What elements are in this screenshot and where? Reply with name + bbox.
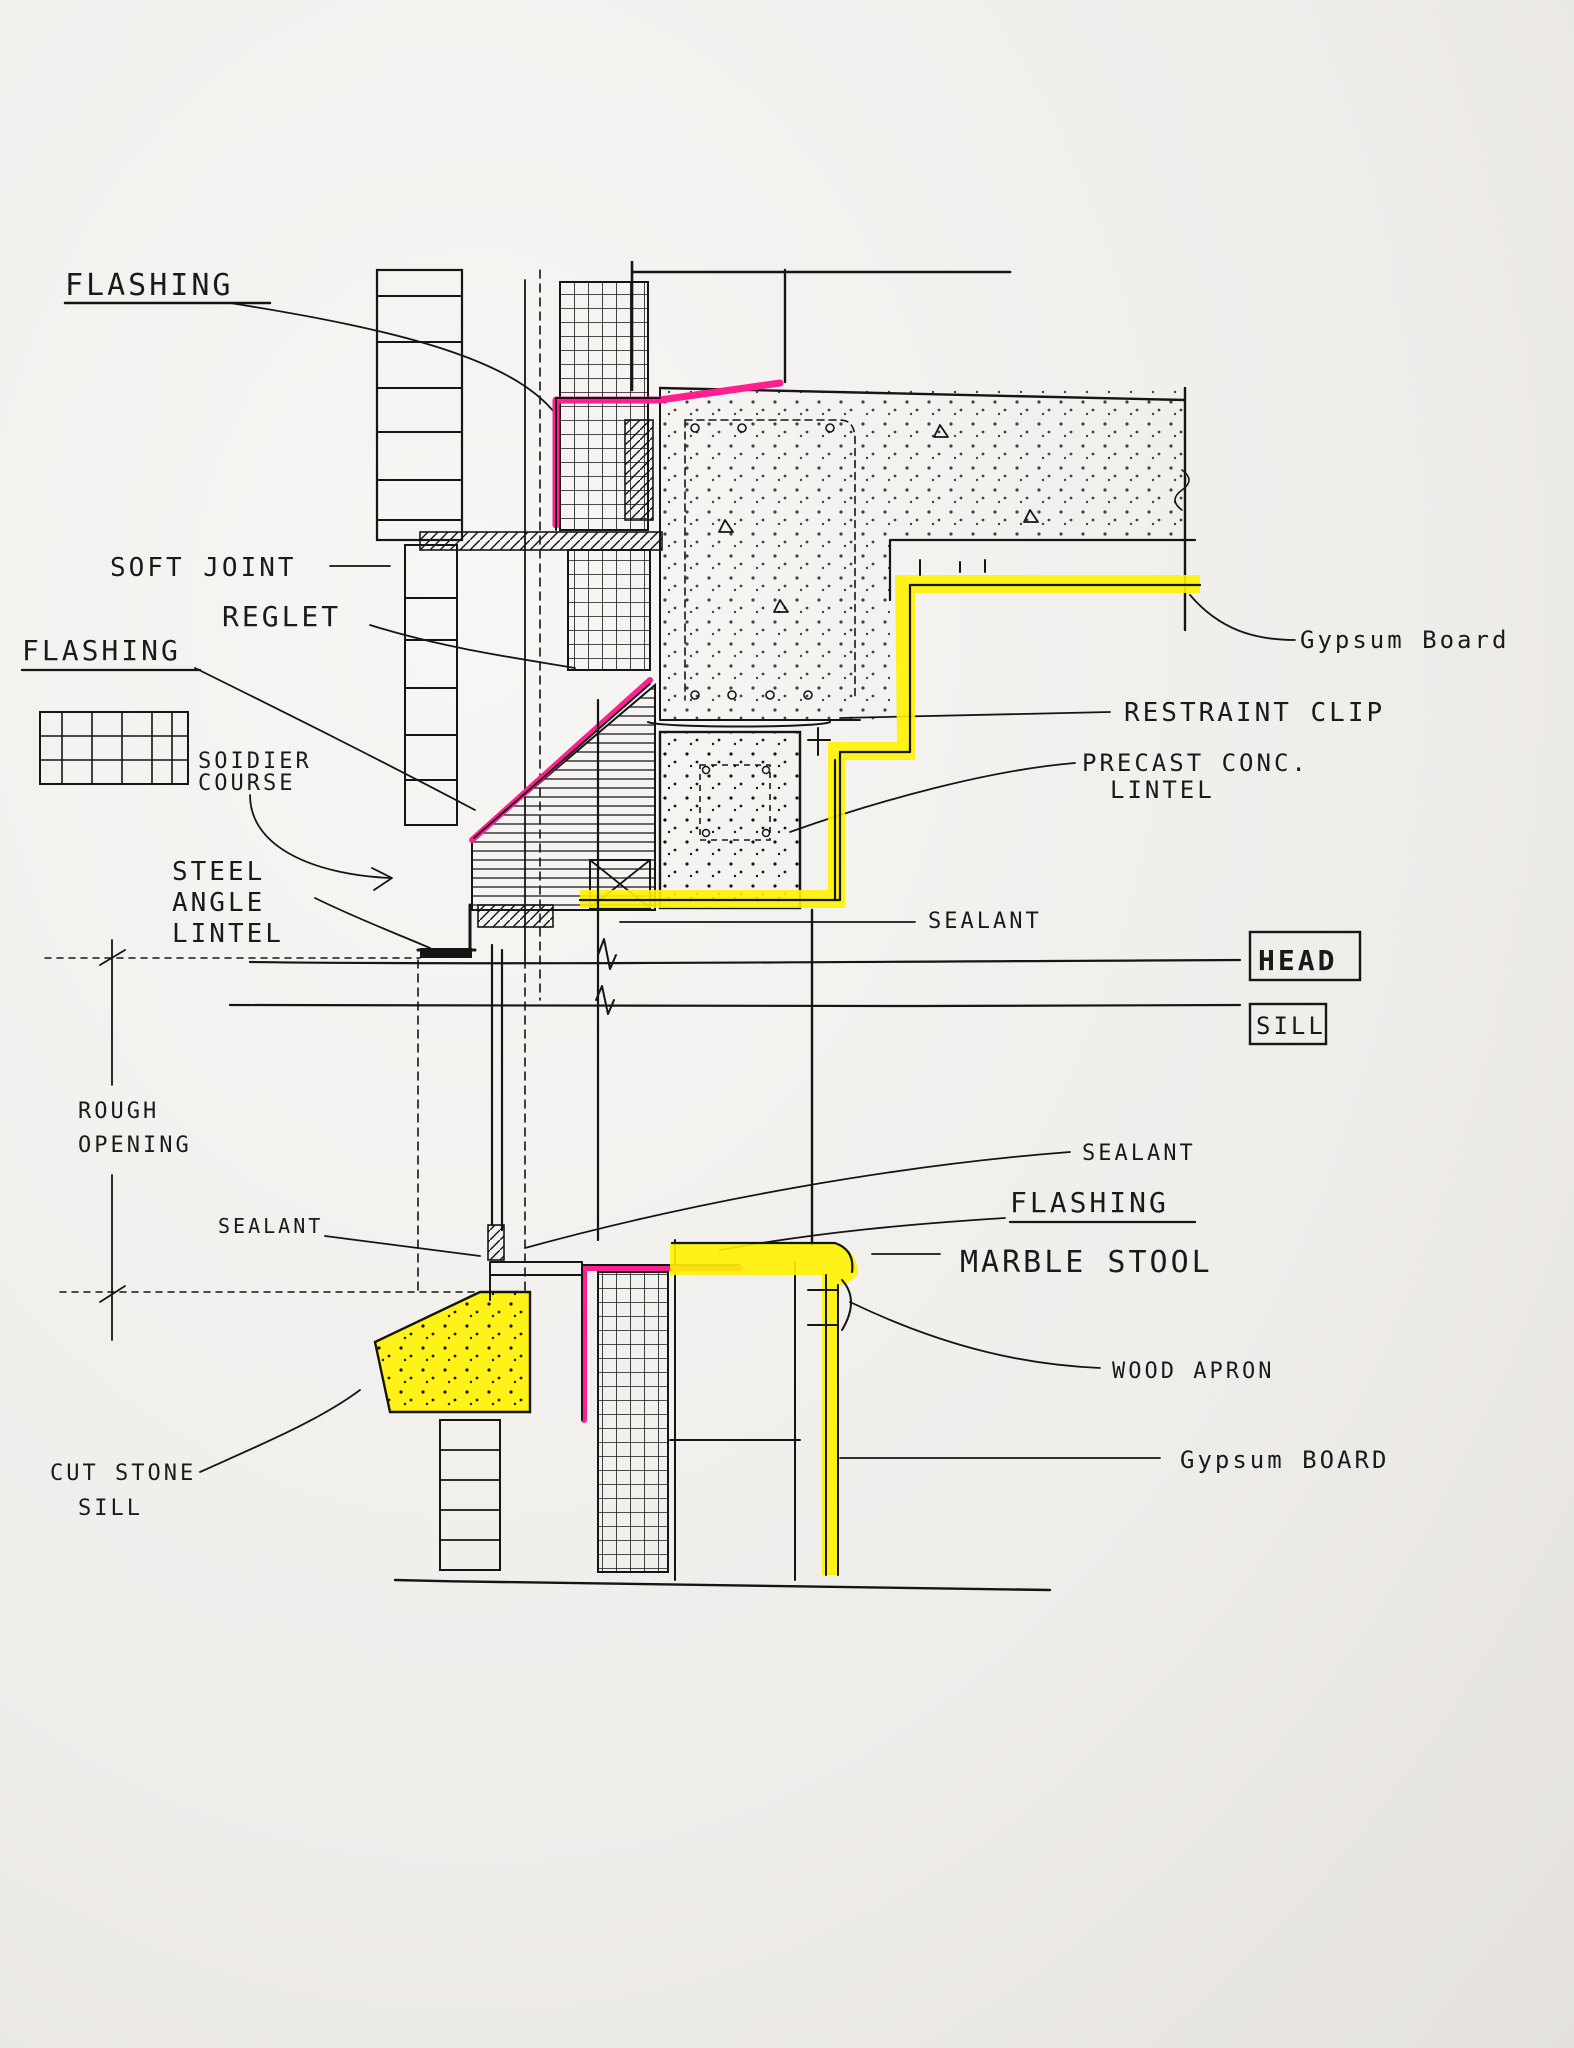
label-flashing-top: FLASHING	[63, 268, 561, 421]
label-sill: SILL	[1248, 1002, 1328, 1046]
label-marble-stool: MARBLE STOOL	[871, 1245, 1213, 1280]
label-gypsum-board-bottom: Gypsum BOARD	[839, 1446, 1389, 1474]
svg-text:SOFT JOINT: SOFT JOINT	[110, 553, 297, 583]
label-head: HEAD	[1248, 930, 1362, 982]
svg-text:OPENING: OPENING	[78, 1133, 192, 1158]
label-restraint-clip: RESTRAINT CLIP	[839, 698, 1385, 728]
svg-text:MARBLE STOOL: MARBLE STOOL	[960, 1245, 1213, 1280]
label-sealant-head: SEALANT	[619, 909, 1042, 934]
svg-text:REGLET: REGLET	[222, 600, 341, 633]
svg-text:SEALANT: SEALANT	[928, 909, 1042, 934]
svg-text:Gypsum Board: Gypsum Board	[1300, 626, 1509, 654]
label-sealant-sill-right: SEALANT	[524, 1141, 1196, 1249]
sill-line	[228, 1003, 1242, 1008]
label-gypsum-board-top: Gypsum Board	[1189, 594, 1509, 654]
sill-detail	[373, 1224, 1052, 1592]
svg-text:PRECAST CONC.: PRECAST CONC.	[1082, 749, 1309, 777]
gypsum-board-bottom-highlight	[670, 1243, 858, 1575]
soldier-course-icon	[39, 711, 189, 785]
label-flashing-mid: FLASHING	[20, 634, 476, 811]
concrete-slab	[630, 260, 1197, 721]
svg-text:SILL: SILL	[78, 1496, 143, 1521]
label-sealant-sill-left: SEALANT	[218, 1214, 481, 1257]
head-line	[248, 958, 1242, 965]
svg-text:LINTEL: LINTEL	[1110, 776, 1215, 804]
label-steel-angle-lintel: STEEL ANGLE LINTEL	[172, 857, 431, 949]
label-rough-opening: ROUGH OPENING	[78, 1099, 192, 1158]
label-cut-stone-sill: CUT STONE SILL	[50, 1389, 361, 1521]
svg-text:HEAD: HEAD	[1258, 944, 1337, 977]
head-detail	[375, 260, 1202, 1296]
brick-veneer	[375, 268, 464, 826]
label-soldier-course: SOIDIER COURSE	[198, 749, 393, 891]
label-soft-joint: SOFT JOINT	[110, 553, 391, 583]
svg-text:LINTEL: LINTEL	[172, 919, 284, 949]
precast-lintel	[658, 730, 802, 910]
label-reglet: REGLET	[222, 600, 576, 669]
label-precast-lintel: PRECAST CONC. LINTEL	[789, 749, 1309, 833]
svg-text:SEALANT: SEALANT	[1082, 1141, 1196, 1166]
cmu-block-lower	[567, 549, 651, 671]
svg-text:COURSE: COURSE	[198, 771, 295, 796]
label-wood-apron: WOOD APRON	[849, 1301, 1274, 1384]
svg-text:FLASHING: FLASHING	[22, 634, 181, 667]
svg-text:SILL: SILL	[1256, 1012, 1326, 1040]
svg-text:CUT STONE: CUT STONE	[50, 1461, 196, 1486]
svg-text:STEEL: STEEL	[172, 857, 265, 887]
svg-text:SEALANT: SEALANT	[218, 1214, 323, 1238]
svg-text:ANGLE: ANGLE	[172, 888, 265, 918]
cmu-block-sill	[597, 1271, 669, 1573]
svg-text:WOOD APRON: WOOD APRON	[1112, 1359, 1274, 1384]
svg-text:Gypsum BOARD: Gypsum BOARD	[1180, 1446, 1389, 1474]
svg-text:ROUGH: ROUGH	[78, 1099, 159, 1124]
svg-text:FLASHING: FLASHING	[1010, 1186, 1169, 1219]
label-flashing-sill: FLASHING	[719, 1186, 1197, 1251]
svg-text:SOIDIER: SOIDIER	[198, 749, 312, 774]
svg-text:FLASHING: FLASHING	[65, 268, 234, 303]
svg-text:RESTRAINT CLIP: RESTRAINT CLIP	[1124, 698, 1385, 728]
